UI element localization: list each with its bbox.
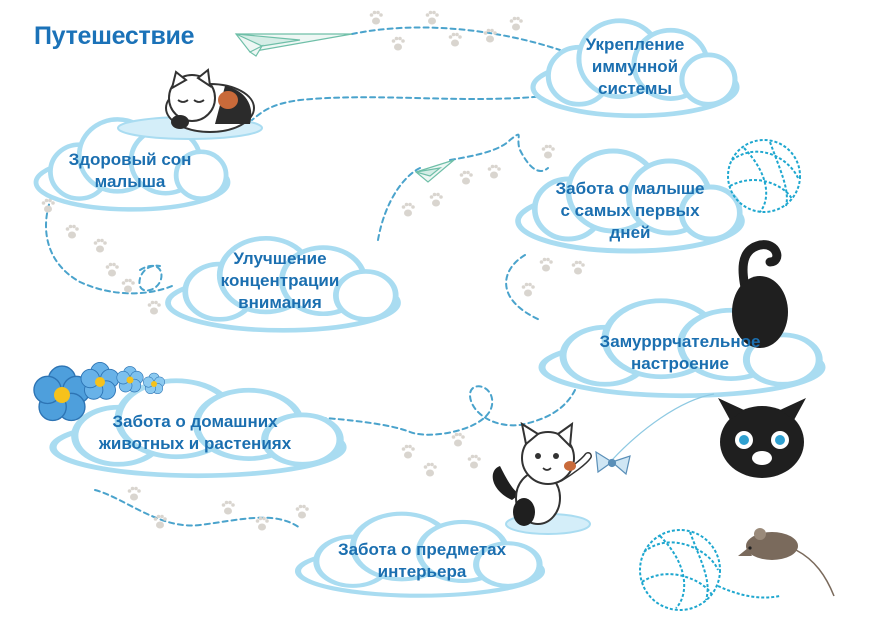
mouse-icon	[738, 528, 835, 597]
toy-string	[611, 393, 715, 461]
paper-plane-icon	[414, 159, 455, 183]
cloud-label-care-baby: Забота о малыше с самых первых дней	[555, 179, 705, 242]
flowers-icon	[33, 361, 166, 422]
yarn-ball-icon	[639, 529, 781, 611]
bow-toy-icon	[595, 450, 631, 476]
cloud-label-interior: Забота о предметах интерьера	[337, 540, 507, 581]
hanging-black-cat-icon	[718, 240, 806, 478]
page-title: Путешествие	[34, 22, 195, 50]
dashed-journey-path	[45, 26, 576, 529]
yarn-ball-icon	[727, 139, 801, 213]
cloud-label-mood: Замурррчательное настроение	[599, 332, 761, 373]
cloud-label-immunity: Укрепление иммунной системы	[585, 35, 685, 98]
cloud-label-sleep: Здоровый сон малыша	[68, 150, 192, 191]
sleeping-cat-icon	[117, 68, 263, 140]
paper-plane-icon	[234, 33, 353, 57]
cloud-label-pets-plants: Забота о домашних животных и растениях	[98, 412, 292, 453]
cloud-label-concentration: Улучшение концентрации внимания	[220, 249, 340, 312]
waving-cat-icon	[492, 421, 592, 535]
